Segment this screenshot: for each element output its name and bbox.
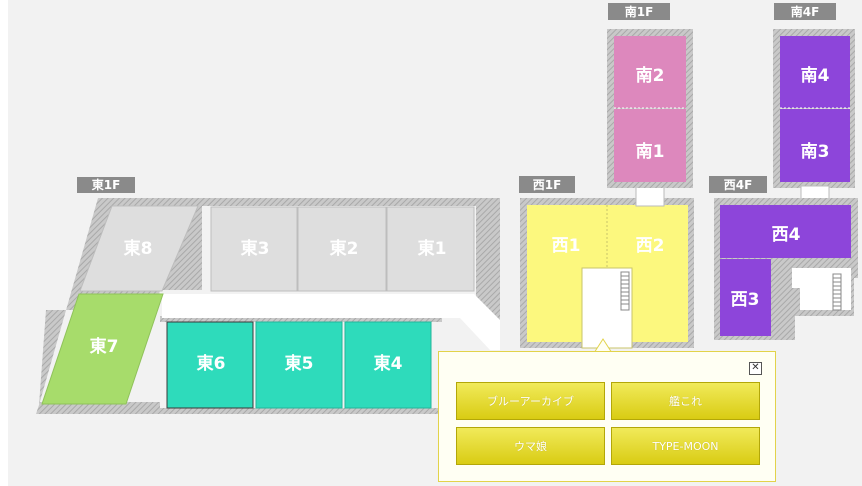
- hall-east4[interactable]: 東4: [344, 321, 432, 409]
- floor-tag-east1f-label: 東1F: [92, 177, 121, 192]
- south1f-connector: [635, 185, 665, 207]
- hall-east5[interactable]: 東5: [255, 321, 343, 409]
- hall-east7[interactable]: 東7: [41, 293, 164, 405]
- hall-east7-label: 東7: [90, 336, 119, 357]
- genre-button-kancolle[interactable]: 艦これ: [611, 382, 760, 420]
- west4f-inner-court: [792, 268, 851, 310]
- hall-south4-label: 南4: [801, 65, 830, 86]
- hall-west3[interactable]: 西3: [720, 259, 771, 336]
- genre-button-blue-archive[interactable]: ブルーアーカイブ: [456, 382, 605, 420]
- east-wall-top: [202, 198, 500, 206]
- floor-tag-west1f-label: 西1F: [533, 178, 562, 192]
- floor-tag-west1f: 西1F: [519, 176, 575, 193]
- genre-button-umamusume[interactable]: ウマ娘: [456, 427, 605, 465]
- stair-icon: [620, 271, 630, 311]
- hall-east2[interactable]: 東2: [297, 206, 387, 292]
- floor-tag-south4f: 南4F: [774, 3, 836, 20]
- hall-east1-label: 東1: [418, 238, 447, 259]
- close-icon[interactable]: ✕: [749, 362, 762, 375]
- east-wall-mid: [160, 316, 442, 322]
- hall-south3-label: 南3: [801, 141, 830, 162]
- hall-east8[interactable]: 東8: [79, 205, 199, 292]
- hall-east3-label: 東3: [241, 238, 270, 259]
- hall-east8-label: 東8: [124, 238, 153, 259]
- hall-west2-label: 西2: [636, 236, 665, 256]
- hall-south2[interactable]: 南2: [614, 36, 686, 108]
- hall-east2-label: 東2: [330, 238, 359, 259]
- floor-tag-east1f: 東1F: [77, 177, 135, 193]
- floor-tag-south4f-label: 南4F: [791, 4, 820, 19]
- genre-button-type-moon[interactable]: TYPE-MOON: [611, 427, 760, 465]
- hall-east4-label: 東4: [374, 353, 403, 374]
- hall-south1[interactable]: 南1: [614, 109, 686, 182]
- floor-tag-west4f-label: 西4F: [724, 178, 753, 192]
- hall-east3[interactable]: 東3: [210, 206, 298, 292]
- hall-south3[interactable]: 南3: [780, 109, 850, 182]
- hall-west1-label: 西1: [552, 236, 581, 256]
- east-wall-bottom-left: [36, 402, 160, 414]
- hall-west3-label: 西3: [731, 290, 760, 310]
- hall-east6[interactable]: 東6: [166, 321, 254, 409]
- hall-south4[interactable]: 南4: [780, 36, 850, 108]
- east-wall-bottom: [160, 408, 442, 414]
- floor-tag-south1f: 南1F: [608, 3, 670, 20]
- east-corridor: [162, 294, 500, 350]
- hall-east6-label: 東6: [197, 353, 226, 374]
- hall-south2-label: 南2: [636, 65, 665, 86]
- floor-tag-south1f-label: 南1F: [625, 4, 654, 19]
- hall-south1-label: 南1: [636, 141, 665, 162]
- hall-east1[interactable]: 東1: [386, 206, 475, 292]
- hall-west2[interactable]: 西2: [608, 205, 688, 342]
- hall-west4-label: 西4: [772, 225, 801, 245]
- genre-popup: ✕ ブルーアーカイブ 艦これ ウマ娘 TYPE-MOON: [438, 351, 776, 482]
- floor-tag-west4f: 西4F: [709, 176, 767, 193]
- stair-icon: [832, 273, 842, 311]
- hall-west4[interactable]: 西4: [720, 205, 851, 258]
- hall-east5-label: 東5: [285, 353, 314, 374]
